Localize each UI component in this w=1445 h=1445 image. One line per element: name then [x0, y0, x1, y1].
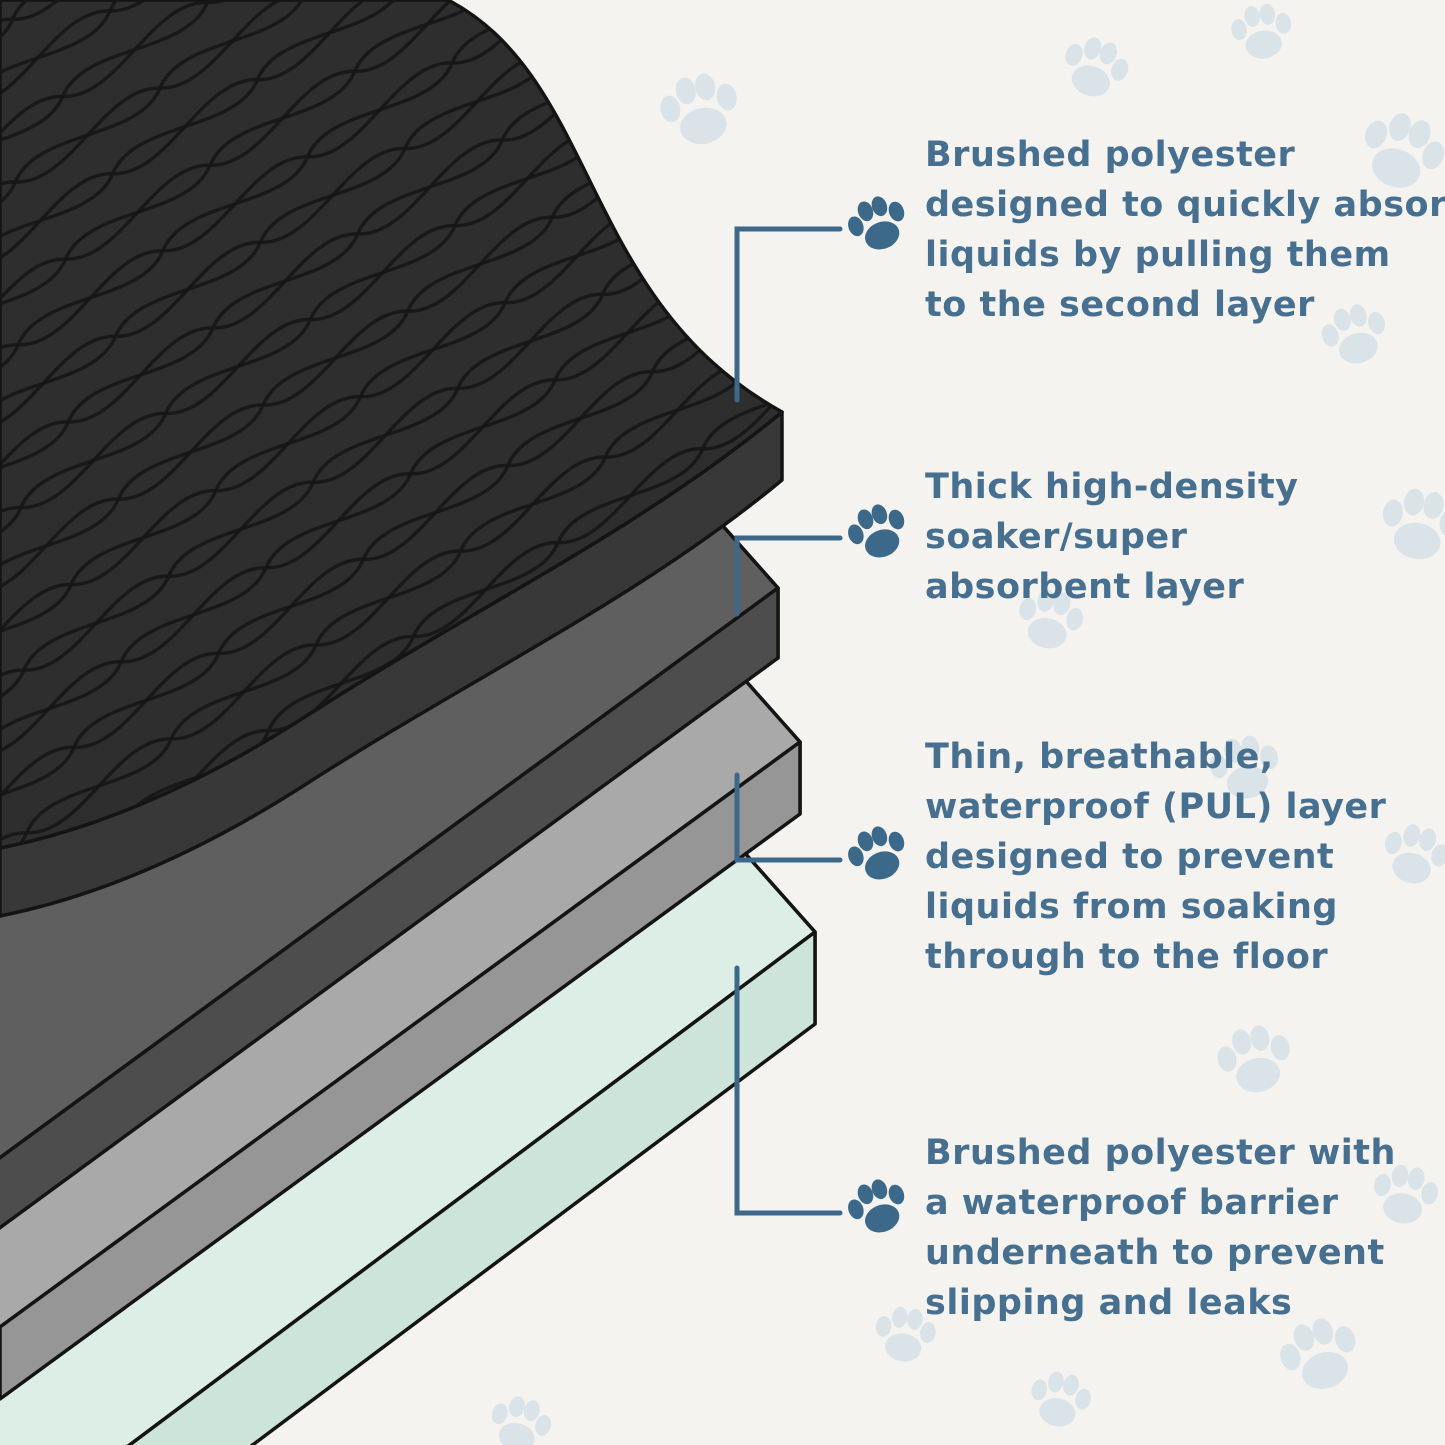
paw-icon-3: [841, 819, 915, 889]
connectors: [734, 189, 915, 1242]
annotation-line: liquids from soaking: [925, 887, 1338, 927]
layer-1-quilt-pattern: [0, 0, 782, 848]
annotation-line: a waterproof barrier: [925, 1183, 1339, 1223]
background-paw-icon: [1228, 0, 1296, 63]
layer-2-front-face: [0, 586, 780, 1230]
background-paw-icon: [1055, 30, 1135, 106]
annotation-line: Thin, breathable,: [925, 737, 1274, 777]
annotation-line: through to the floor: [925, 937, 1329, 977]
connector-line-4: [734, 965, 843, 1216]
annotation-line: Thick high-density: [925, 467, 1299, 507]
background-paw-icon: [484, 1390, 557, 1445]
annotation-line: underneath to prevent: [925, 1233, 1385, 1273]
background-paw-icon: [1025, 1367, 1096, 1433]
annotation-block-1: Brushed polyester designed to quickly ab…: [925, 130, 1445, 330]
annotation-line: waterproof (PUL) layer: [925, 787, 1387, 827]
annotation-block-3: Thin, breathable, waterproof (PUL) layer…: [925, 732, 1386, 982]
connector-line-2: [734, 535, 843, 617]
annotation-line: liquids by pulling them: [925, 235, 1391, 275]
background-paw-icon: [1212, 1019, 1298, 1100]
annotation-block-4: Brushed polyester with a waterproof barr…: [925, 1128, 1396, 1328]
annotation-line: absorbent layer: [925, 567, 1245, 607]
annotation-line: slipping and leaks: [925, 1283, 1293, 1323]
connector-line-1: [734, 226, 843, 403]
annotation-line: designed to quickly absorb: [925, 185, 1445, 225]
layer-3-front-face: [0, 740, 802, 1401]
background-paw-icon: [1376, 818, 1445, 891]
annotation-line: Brushed polyester with: [925, 1133, 1396, 1173]
layer-1-quilted-top: [0, 0, 784, 918]
paw-icon-4: [841, 1172, 915, 1242]
layer-4-front-face: [126, 930, 817, 1445]
paw-icon-1: [841, 189, 915, 259]
annotation-line: soaker/super: [925, 517, 1188, 557]
connector-line-3: [734, 772, 843, 863]
annotation-line: Brushed polyester: [925, 135, 1296, 175]
annotation-line: designed to prevent: [925, 837, 1335, 877]
annotation-block-2: Thick high-density soaker/super absorben…: [925, 462, 1299, 612]
annotation-line: to the second layer: [925, 285, 1315, 325]
background-paw-icon: [654, 67, 745, 152]
paw-icon-2: [841, 497, 915, 567]
background-paw-icon: [1375, 483, 1445, 566]
